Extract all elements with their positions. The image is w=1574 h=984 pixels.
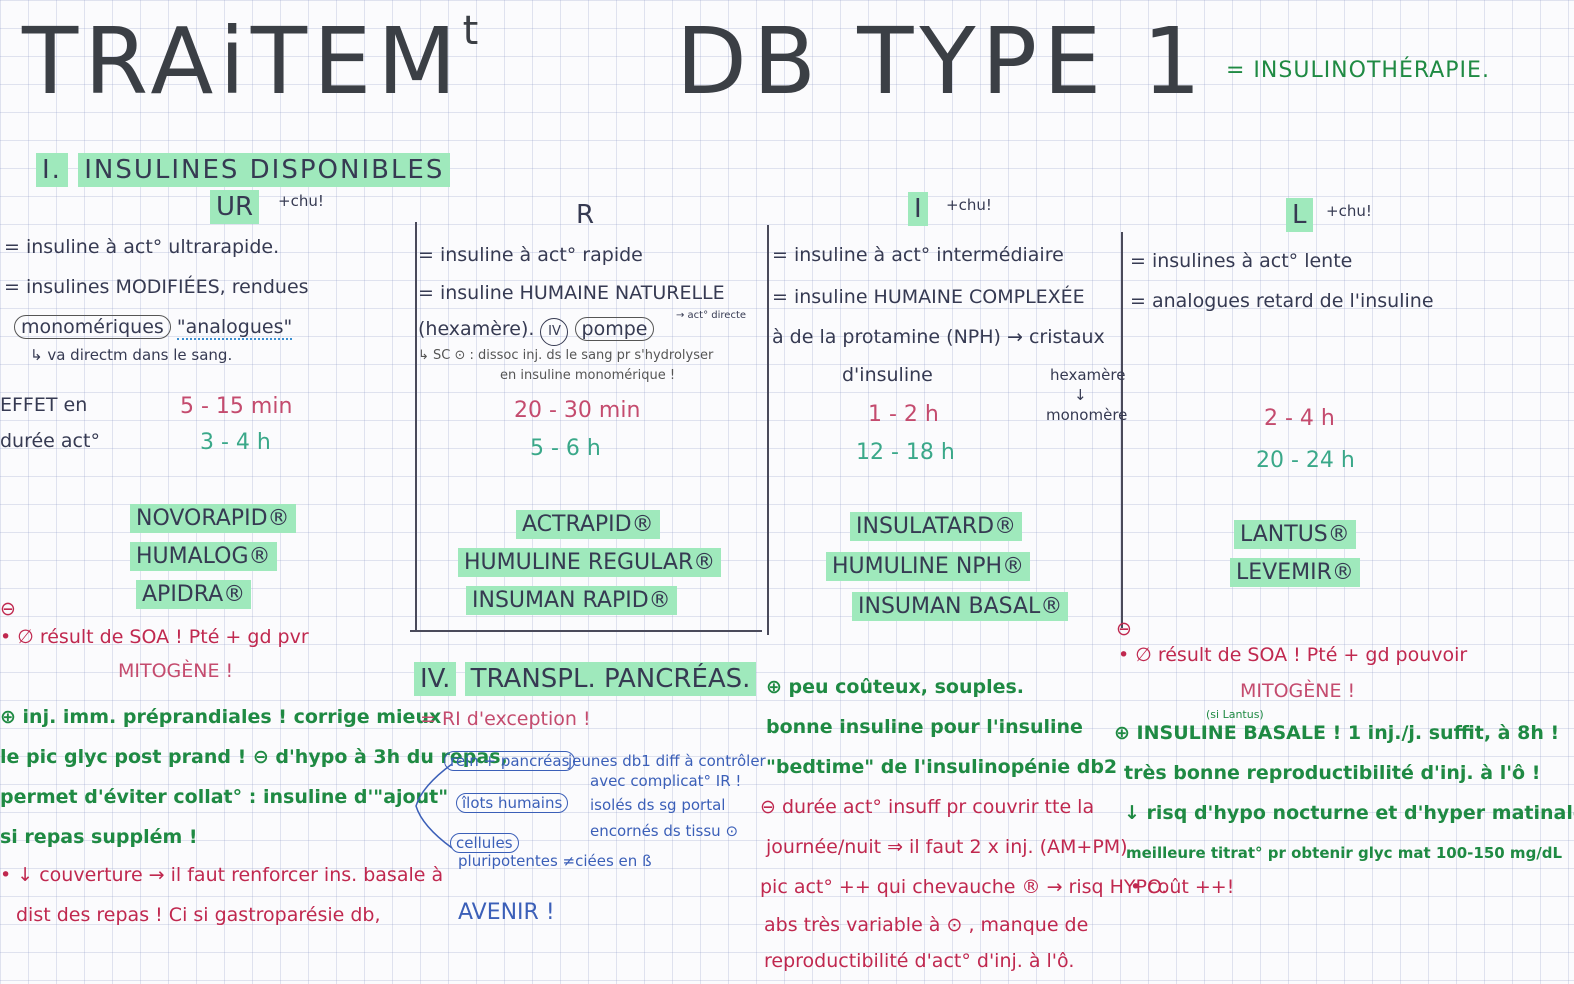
- brand-name: ACTRAPID®: [516, 510, 660, 539]
- onset-value: 20 - 30 min: [514, 398, 641, 423]
- side-note: ↓: [1074, 386, 1087, 404]
- column-divider: [1121, 232, 1123, 628]
- brand-name: INSUMAN BASAL®: [852, 592, 1069, 621]
- minus-sign: ⊖: [0, 598, 16, 620]
- duration-value: 12 - 18 h: [856, 440, 955, 465]
- plus-note: "bedtime" de l'insulinopénie db2: [766, 756, 1118, 778]
- column-code-l: L: [1286, 198, 1313, 232]
- brand-name: INSULATARD®: [850, 512, 1023, 541]
- minus-note: MITOGÈNE !: [1240, 680, 1356, 702]
- minus-note: abs très variable à ⊙ , manque de: [764, 914, 1089, 936]
- column-line: = insuline à act° rapide: [418, 244, 643, 266]
- column-line: = insuline à act° intermédiaire: [772, 244, 1064, 266]
- column-code-r: R: [576, 200, 595, 230]
- plus-note: très bonne reproductibilité d'inj. à l'ô…: [1124, 762, 1541, 784]
- small-note: en insuline monomérique !: [500, 368, 676, 383]
- onset-value: 1 - 2 h: [868, 402, 939, 427]
- brand-name: INSUMAN RAPID®: [466, 586, 677, 615]
- column-note: +chu!: [1326, 202, 1372, 220]
- brand-name: LEVEMIR®: [1230, 558, 1360, 587]
- page-subtitle: = INSULINOTHÉRAPIE.: [1226, 58, 1490, 83]
- title-main: TRAiTEM: [22, 8, 463, 115]
- minus-note: journée/nuit ⇒ il faut 2 x inj. (AM+PM): [766, 836, 1128, 858]
- plus-note: permet d'éviter collat° : insuline d'"aj…: [0, 786, 449, 808]
- transplant-type: cellules: [450, 833, 519, 853]
- page-title-rest: DB TYPE 1: [676, 8, 1207, 115]
- bracket-icon: [415, 763, 453, 849]
- minus-sign: ⊖: [1116, 618, 1132, 640]
- transplant-detail: pluripotentes ≠ciées en ß: [458, 852, 652, 870]
- duration-value: 20 - 24 h: [1256, 448, 1355, 473]
- transplant-type: îlots humains: [456, 793, 569, 813]
- section-title: INSULINES DISPONIBLES: [78, 153, 451, 187]
- section-subtitle: = RI d'exception !: [420, 708, 591, 730]
- plus-note: (si Lantus): [1206, 708, 1264, 721]
- plus-note: si repas supplém !: [0, 826, 198, 848]
- column-code-i: I: [908, 192, 928, 226]
- future-note: AVENIR !: [458, 900, 555, 925]
- brand-name: NOVORAPID®: [130, 504, 296, 533]
- section-heading: I. INSULINES DISPONIBLES: [36, 153, 451, 187]
- side-note: monomère: [1046, 406, 1128, 424]
- transplant-type: rein + pancréas: [444, 751, 576, 771]
- minus-note: • ∅ résult de SOA ! Pté + gd pvr: [0, 626, 309, 648]
- side-note: hexamère: [1050, 366, 1126, 384]
- plus-note: ↓ risq d'hypo nocturne et d'hyper matina…: [1124, 802, 1574, 824]
- plus-note: bonne insuline pour l'insuline: [766, 716, 1083, 738]
- transplant-detail: encornés ds tissu ⊙: [590, 822, 739, 840]
- plus-note: le pic glyc post prand ! ⊖ d'hypo à 3h d…: [0, 746, 508, 768]
- column-line: = insulines MODIFIÉES, rendues: [4, 276, 309, 298]
- plus-note: ⊕ INSULINE BASALE ! 1 inj./j. suffit, à …: [1114, 722, 1560, 744]
- column-line: = insulines à act° lente: [1130, 250, 1353, 272]
- section-divider: [410, 630, 762, 632]
- column-line: à de la protamine (NPH) → cristaux: [772, 326, 1105, 348]
- brand-name: LANTUS®: [1234, 520, 1356, 549]
- column-line: monomériques "analogues": [14, 315, 293, 340]
- page-title: TRAiTEMt: [22, 8, 484, 115]
- transplant-detail: isolés ds sg portal: [590, 796, 726, 814]
- title-superscript: t: [462, 8, 485, 54]
- onset-value: 5 - 15 min: [180, 394, 293, 419]
- minus-note: dist des repas ! Ci si gastroparésie db,: [16, 904, 381, 926]
- minus-note: reproductibilité d'act° d'inj. à l'ô.: [764, 950, 1075, 972]
- column-line: = insuline HUMAINE COMPLEXÉE: [772, 286, 1085, 308]
- transplant-detail: avec complicat° IR !: [590, 772, 742, 790]
- column-note: +chu!: [946, 196, 992, 214]
- column-divider: [767, 225, 769, 635]
- brand-name: HUMULINE REGULAR®: [458, 548, 722, 577]
- small-note: ↳ SC ⊙ : dissoc inj. ds le sang pr s'hyd…: [418, 348, 714, 363]
- transplant-detail: jeunes db1 diff à contrôler: [568, 752, 766, 770]
- small-note: → act° directe: [676, 310, 747, 321]
- column-line: ↳ va directm dans le sang.: [30, 346, 233, 364]
- column-note: +chu!: [278, 192, 324, 210]
- onset-value: 2 - 4 h: [1264, 406, 1335, 431]
- plus-note: ⊕ peu coûteux, souples.: [766, 676, 1025, 698]
- column-line: = insuline HUMAINE NATURELLE: [418, 282, 725, 304]
- plus-note: ⊕ inj. imm. préprandiales ! corrige mieu…: [0, 706, 442, 728]
- column-line: = analogues retard de l'insuline: [1130, 290, 1434, 312]
- minus-note: ⊖ durée act° insuff pr couvrir tte la: [760, 796, 1095, 818]
- column-line: d'insuline: [842, 364, 933, 386]
- section-heading: IV. TRANSPL. PANCRÉAS.: [414, 662, 757, 696]
- minus-note: pic act° ++ qui chevauche ® → risq HYPO.: [760, 876, 1168, 898]
- brand-name: HUMALOG®: [130, 542, 277, 571]
- column-divider: [415, 222, 417, 632]
- minus-note: • ↓ couverture → il faut renforcer ins. …: [0, 864, 444, 886]
- column-line: (hexamère). IV pompe: [418, 317, 655, 346]
- plus-note: meilleure titrat° pr obtenir glyc mat 10…: [1126, 844, 1563, 862]
- minus-note: • ∅ résult de SOA ! Pté + gd pouvoir: [1118, 644, 1468, 666]
- row-label-effet: EFFET en: [0, 394, 88, 416]
- duration-value: 5 - 6 h: [530, 436, 601, 461]
- duration-value: 3 - 4 h: [200, 430, 271, 455]
- row-label-duree: durée act°: [0, 430, 100, 452]
- column-code-ur: UR: [210, 190, 260, 224]
- brand-name: HUMULINE NPH®: [826, 552, 1031, 581]
- section-number: I.: [36, 153, 68, 187]
- minus-note: MITOGÈNE !: [118, 660, 234, 682]
- column-line: = insuline à act° ultrarapide.: [4, 236, 280, 258]
- minus-note: • coût ++!: [1130, 876, 1235, 898]
- brand-name: APIDRA®: [136, 580, 252, 609]
